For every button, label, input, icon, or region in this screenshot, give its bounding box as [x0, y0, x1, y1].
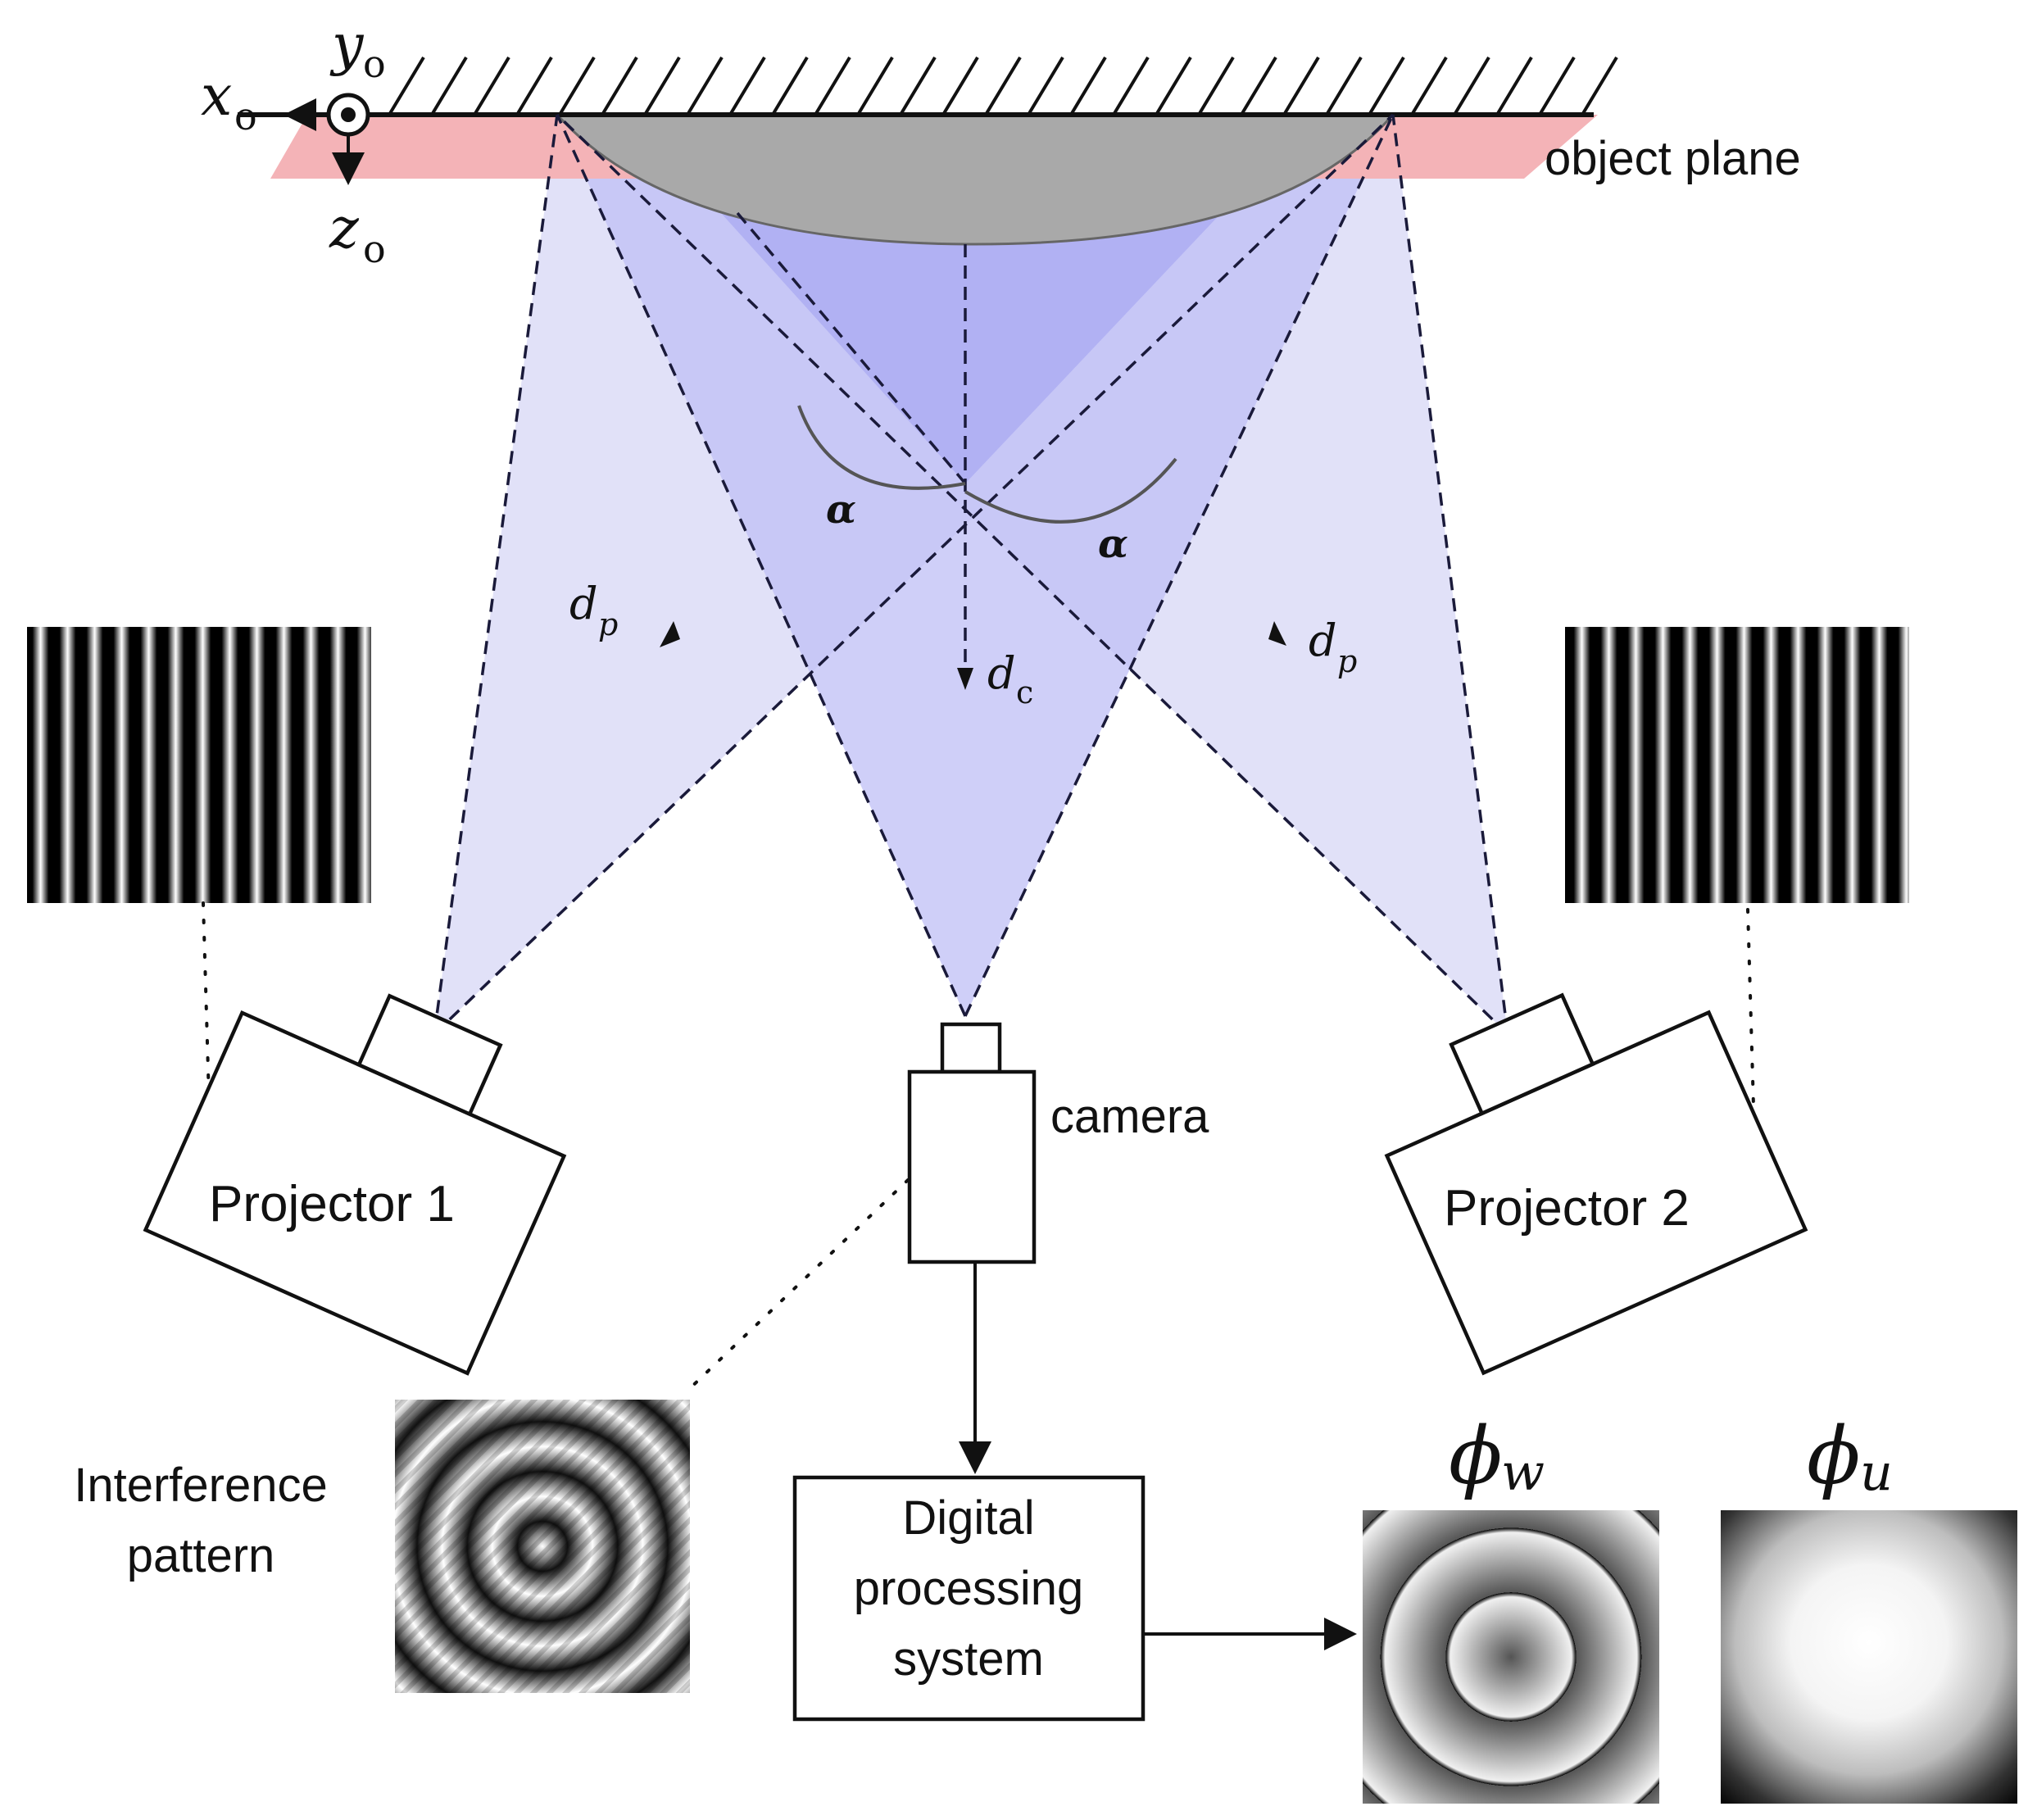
hatch-mark: [1410, 56, 1448, 116]
projector-2: [1384, 992, 1808, 1376]
svg-text:o: o: [234, 94, 257, 138]
projector-1-label: Projector 1: [209, 1176, 455, 1232]
svg-text:z: z: [329, 197, 360, 261]
hatch-mark: [1197, 56, 1235, 116]
hatch-mark: [1069, 56, 1107, 116]
hatch-mark: [515, 56, 553, 116]
hatch-mark: [984, 56, 1022, 116]
hatch-mark: [899, 56, 937, 116]
camera: [907, 1022, 1037, 1264]
dp-left-arrow: [660, 621, 680, 647]
hatch-mark: [1581, 56, 1618, 116]
svg-text:p: p: [598, 606, 618, 642]
hatch-mark: [1453, 56, 1490, 116]
projection-rays: [433, 113, 1509, 1036]
interference-pattern-image: [395, 1400, 690, 1693]
svg-text:d: d: [569, 578, 598, 629]
coordinate-axes: [284, 93, 370, 185]
hatch-mark: [473, 56, 510, 116]
fringe-pattern-left: [27, 627, 371, 903]
left-fringe-connector: [202, 901, 211, 1100]
svg-text:w: w: [1501, 1442, 1545, 1502]
hatch-mark: [941, 56, 979, 116]
dp-right-arrow: [1268, 621, 1286, 646]
wrapped-phase-image: [1363, 1510, 1659, 1804]
y-axis-label: y o: [329, 13, 386, 86]
hatch-mark: [558, 56, 596, 116]
phi-u-label: ϕ u: [1807, 1410, 1893, 1502]
dp-label-left: d p: [569, 578, 618, 642]
processing-label-line3: system: [893, 1632, 1044, 1686]
hatch-mark: [388, 56, 425, 116]
svg-text:p: p: [1337, 643, 1357, 679]
fringe-pattern-right: [1565, 627, 1909, 903]
interference-label-line2: pattern: [127, 1529, 275, 1582]
alpha-label-right: α: [1098, 521, 1128, 567]
camera-lens: [940, 1022, 1002, 1074]
hatch-mark: [1368, 56, 1405, 116]
unwrapped-phase-image: [1721, 1510, 2017, 1804]
hatch-mark: [686, 56, 724, 116]
hatch-mark: [1155, 56, 1192, 116]
hatch-mark: [430, 56, 468, 116]
hatch-mark: [814, 56, 851, 116]
svg-text:c: c: [1016, 674, 1033, 710]
camera-body: [907, 1069, 1037, 1264]
phi-w-label: ϕ w: [1449, 1410, 1545, 1502]
alpha-arc-right: [964, 457, 1177, 524]
svg-text:ϕ: ϕ: [1449, 1410, 1502, 1502]
projector-2-label: Projector 2: [1444, 1180, 1690, 1237]
projector-2-lens: [1449, 992, 1595, 1116]
svg-text:d: d: [987, 647, 1016, 699]
svg-text:o: o: [363, 42, 386, 86]
digital-processing-system: [792, 1475, 1146, 1722]
svg-text:y: y: [329, 13, 365, 78]
object-surface: [554, 113, 1396, 246]
hatch-mark: [601, 56, 638, 116]
hatch-mark: [1112, 56, 1150, 116]
hatch-mark: [1240, 56, 1277, 116]
camera-field-of-view: [557, 115, 1393, 1016]
hatch-mark: [643, 56, 681, 116]
right-fringe-connector: [1746, 908, 1755, 1108]
hatch-mark: [1027, 56, 1064, 116]
hatch-mark: [771, 56, 809, 116]
camera-label: camera: [1050, 1090, 1209, 1143]
dp-label-right: d p: [1309, 615, 1357, 679]
alpha-arc-left: [797, 405, 966, 490]
hatch-mark: [1495, 56, 1533, 116]
dc-arrow: [957, 668, 973, 690]
camera-to-interference-connector: [683, 1178, 910, 1395]
hatch-mark: [856, 56, 894, 116]
x-axis-label: x o: [201, 64, 257, 138]
interference-label-line1: Interference: [74, 1459, 328, 1512]
hatch-mark: [1538, 56, 1576, 116]
dc-label: d c: [987, 647, 1033, 710]
processing-label-line1: Digital: [902, 1491, 1034, 1545]
hatch-mark: [728, 56, 766, 116]
svg-text:ϕ: ϕ: [1807, 1410, 1860, 1502]
hatch-mark: [1282, 56, 1320, 116]
alpha-label-left: α: [826, 487, 856, 533]
svg-text:o: o: [363, 227, 386, 271]
z-axis-label: z o: [329, 197, 386, 271]
beam-overlap-core: [721, 209, 1225, 483]
projector-1-lens: [356, 993, 503, 1117]
svg-text:u: u: [1860, 1442, 1893, 1502]
processing-label-line2: processing: [854, 1562, 1083, 1615]
projector-1: [143, 993, 567, 1376]
fixed-mount-hatching: [238, 56, 1618, 117]
svg-text:d: d: [1309, 615, 1337, 666]
svg-text:x: x: [201, 64, 232, 129]
object-plane-label: object plane: [1545, 132, 1801, 185]
hatch-mark: [1325, 56, 1363, 116]
